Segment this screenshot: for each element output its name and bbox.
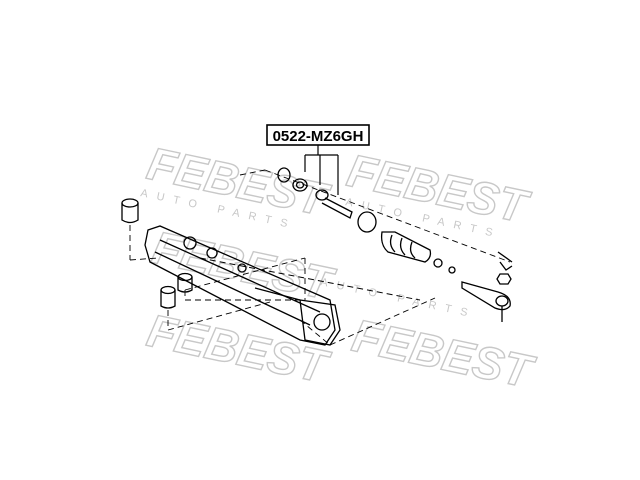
housing-ridge-1	[159, 239, 321, 313]
housing-rib	[254, 287, 301, 301]
leader-lines	[304, 145, 339, 195]
axis-line-return	[329, 297, 436, 346]
outer-tie-rod-end	[461, 251, 513, 322]
axis-line-housing	[299, 319, 331, 346]
axis-line-left	[239, 169, 266, 176]
tie-rod-end-ball	[495, 295, 509, 307]
jam-nut	[448, 266, 456, 274]
watermark-top: FEBEST AUTO PARTS	[139, 136, 335, 232]
steering-rack-housing	[144, 225, 341, 346]
bushing-link-line	[129, 257, 159, 261]
housing-mount-2	[206, 247, 218, 259]
housing-mount-3	[237, 263, 247, 273]
lower-bracket-line	[167, 301, 271, 331]
upper-bushing-side	[121, 203, 139, 224]
castle-nut	[496, 273, 512, 285]
part-number-label: 0522-MZ6GH	[273, 128, 364, 145]
housing-ridge-2	[154, 251, 311, 326]
lock-washer-inner	[295, 181, 305, 189]
pinion-port	[313, 313, 331, 331]
boot-outline	[380, 231, 432, 263]
cotter-pin-hook	[499, 261, 513, 271]
lower-bushing-side	[160, 290, 176, 309]
tie-rod-end-body	[461, 281, 511, 311]
watermark-middle: FEBEST AUTO PARTS	[147, 220, 477, 321]
bracket-upper-line	[184, 257, 306, 291]
watermark-brand-bottom: FEBEST	[143, 304, 335, 393]
watermark-right: FEBEST AUTO PARTS	[342, 143, 536, 241]
axis-line-lower	[199, 257, 421, 301]
part-label-box: 0522-MZ6GH	[266, 124, 370, 146]
housing-mount-1	[183, 236, 197, 250]
pinion-housing	[299, 299, 341, 346]
tie-rod-shaft	[321, 197, 353, 219]
boot-fold-1	[389, 234, 396, 253]
ball-joint-head	[315, 189, 329, 201]
cotter-pin	[497, 251, 513, 263]
inner-tie-rod-kit	[277, 167, 377, 233]
axis-line-upper	[264, 169, 511, 263]
assembly-dashed-lines	[129, 169, 511, 346]
middle-bushing	[177, 272, 193, 293]
lower-bushing-top	[160, 285, 176, 295]
watermark-brand-middle: FEBEST	[148, 221, 340, 310]
lock-washer-outer	[292, 178, 308, 192]
watermark-brand-bottom-right: FEBEST	[348, 309, 540, 398]
boot-fold-2	[399, 237, 406, 256]
lower-bushing	[160, 285, 176, 309]
clamp-ring	[357, 211, 377, 233]
upper-bushing	[121, 198, 139, 224]
upper-bushing-top	[121, 198, 139, 208]
boot-fold-3	[409, 241, 416, 259]
middle-bushing-side	[177, 277, 193, 293]
boot-clip	[433, 258, 443, 268]
seal-ring	[277, 167, 291, 183]
bellows-boot	[380, 231, 456, 274]
watermark-bottom: FEBEST FEBEST	[142, 303, 541, 399]
